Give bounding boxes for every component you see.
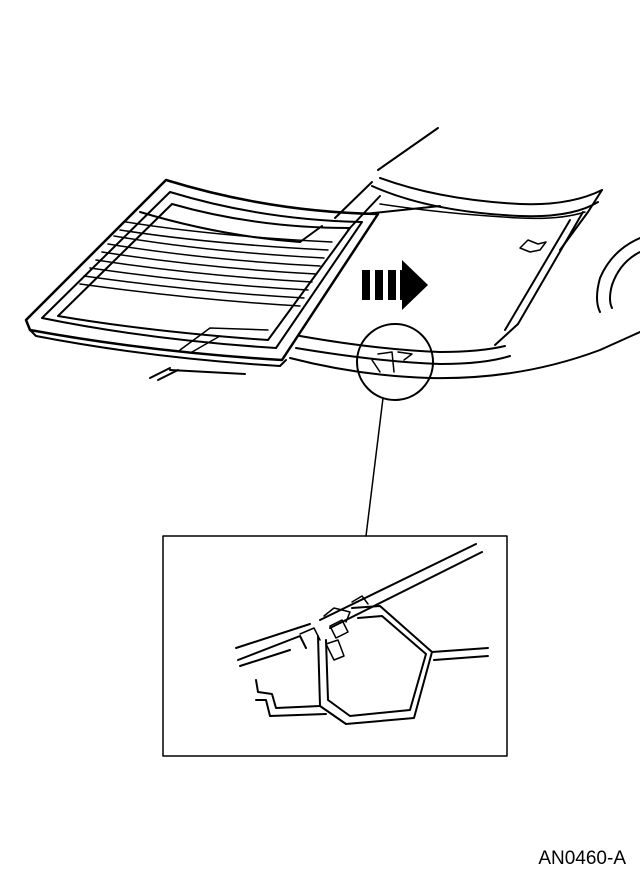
windshield-glass (24, 178, 380, 367)
detail-box (162, 535, 508, 757)
detail-callout (356, 323, 434, 537)
vehicle-body (149, 127, 640, 381)
install-direction-arrow (362, 260, 428, 310)
retaining-clip-detail (235, 543, 489, 725)
figure-code: AN0460-A (538, 848, 626, 869)
